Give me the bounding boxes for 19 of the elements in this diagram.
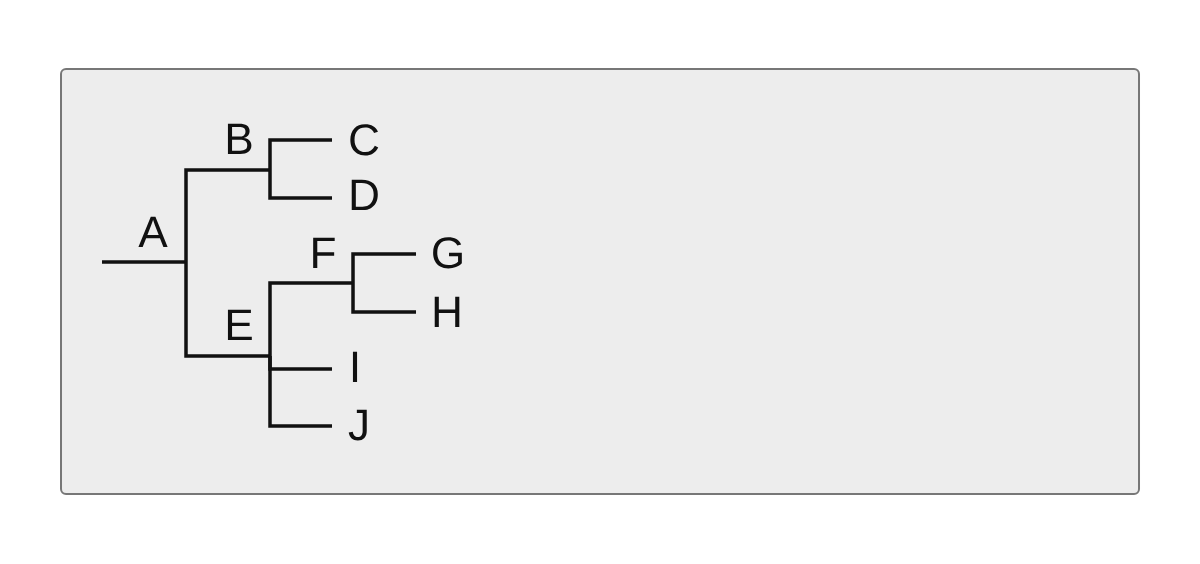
- tree-node-label: A: [138, 216, 168, 247]
- tree-node-label: D: [351, 179, 378, 210]
- tree-branch: [268, 170, 332, 200]
- tree-node-label: C: [350, 124, 379, 156]
- tree-branch: [351, 283, 416, 314]
- tree-node-label: F: [313, 237, 335, 268]
- tree-branch: [268, 356, 332, 428]
- tree-node-label: I: [352, 351, 358, 382]
- tree-branch: [184, 168, 270, 262]
- tree-node-label: E: [227, 309, 252, 340]
- tree-branch: [184, 262, 270, 358]
- tree-node-label: B: [227, 123, 252, 154]
- tree-branch: [268, 281, 353, 356]
- tree-node-label: J: [348, 409, 367, 441]
- tree-branch: [102, 260, 186, 264]
- tree-branch: [351, 252, 416, 283]
- tree-node-label: H: [434, 296, 460, 327]
- tree-branch: [268, 138, 332, 170]
- tree-node-label: G: [433, 237, 462, 269]
